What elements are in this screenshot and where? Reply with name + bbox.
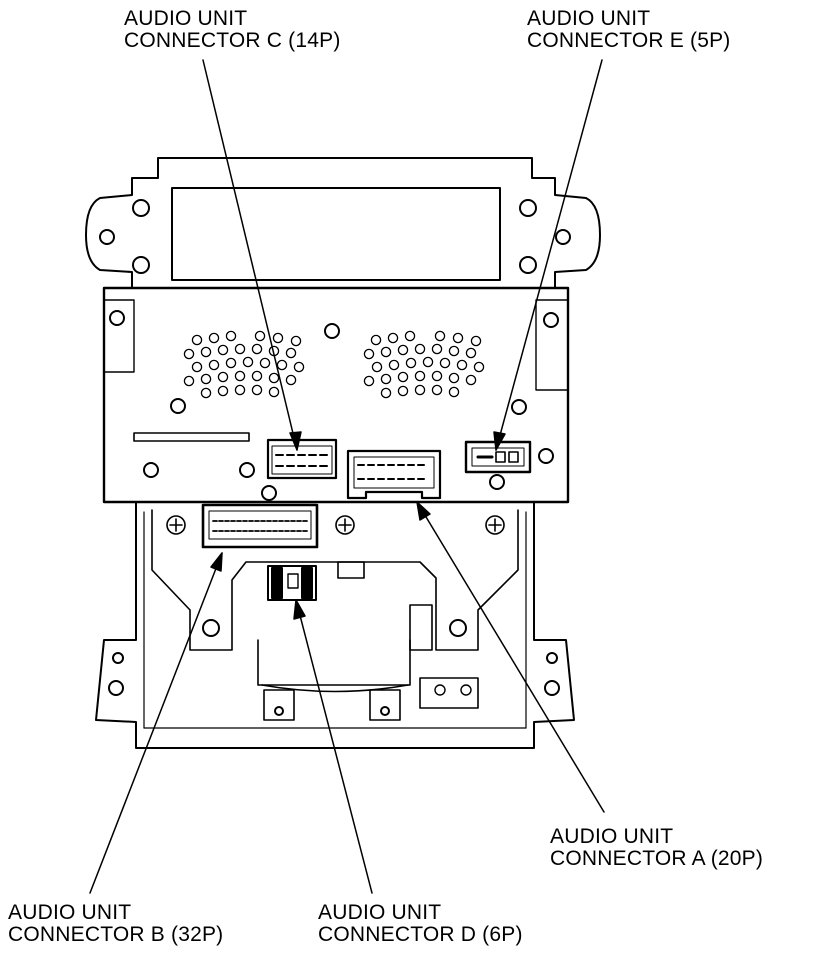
callout-connector-d: AUDIO UNIT CONNECTOR D (6P) — [318, 902, 523, 946]
connector-a-20p — [346, 449, 442, 500]
top-mounting-bracket — [85, 157, 601, 289]
callout-connector-e: AUDIO UNIT CONNECTOR E (5P) — [527, 8, 731, 52]
callout-connector-e-line1: AUDIO UNIT — [527, 7, 651, 30]
connector-c-14p — [266, 438, 338, 480]
leader-line-d — [295, 599, 373, 894]
arrowhead-b — [210, 552, 223, 572]
callout-connector-d-line1: AUDIO UNIT — [318, 901, 442, 924]
arrowhead-c — [289, 431, 302, 451]
rear-panel — [102, 286, 570, 504]
callout-connector-a: AUDIO UNIT CONNECTOR A (20P) — [550, 826, 763, 870]
connector-d-6p — [267, 565, 317, 601]
vent-holes-left — [183, 330, 305, 399]
callout-connector-c-line2: CONNECTOR C (14P) — [124, 29, 341, 52]
callout-connector-b: AUDIO UNIT CONNECTOR B (32P) — [8, 902, 223, 946]
arrowhead-a — [416, 501, 431, 521]
callout-connector-c-line1: AUDIO UNIT — [124, 7, 248, 30]
leader-line-e — [495, 59, 603, 451]
leader-line-b — [89, 552, 223, 894]
callout-connector-b-line1: AUDIO UNIT — [8, 901, 132, 924]
callout-connector-c: AUDIO UNIT CONNECTOR C (14P) — [124, 8, 341, 52]
callout-connector-a-line2: CONNECTOR A (20P) — [550, 847, 764, 870]
callout-connector-e-line2: CONNECTOR E (5P) — [527, 29, 731, 52]
arrowhead-e — [493, 431, 506, 451]
leader-line-c — [202, 59, 298, 451]
callout-connector-b-line2: CONNECTOR B (32P) — [8, 923, 224, 946]
vent-holes-right — [363, 330, 485, 399]
callout-connector-d-line2: CONNECTOR D (6P) — [318, 923, 523, 946]
callout-connector-a-line1: AUDIO UNIT — [550, 825, 674, 848]
lower-housing — [95, 501, 575, 749]
arrowhead-d — [293, 599, 306, 620]
connector-b-32p — [201, 503, 319, 549]
leader-lines — [89, 59, 605, 894]
leader-line-a — [416, 501, 605, 813]
